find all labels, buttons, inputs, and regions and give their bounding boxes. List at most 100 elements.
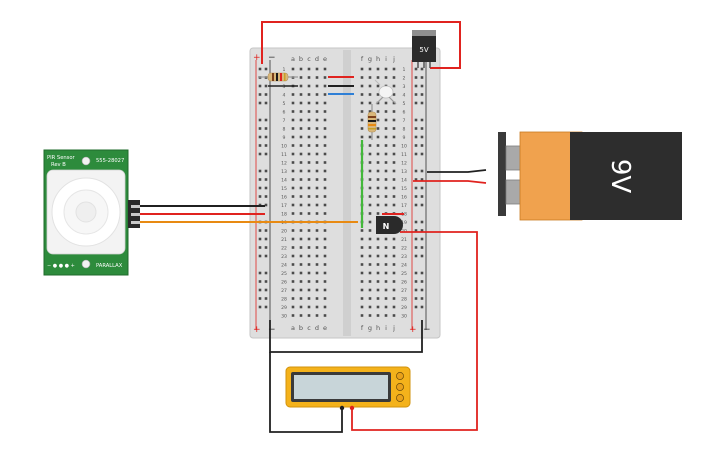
bb-rail-hole[interactable] [414, 178, 418, 181]
bb-hole[interactable] [315, 169, 319, 173]
bb-rail-hole[interactable] [420, 280, 424, 283]
bb-hole[interactable] [323, 101, 327, 105]
bb-hole[interactable] [291, 263, 295, 266]
bb-hole[interactable] [315, 144, 319, 147]
bb-hole[interactable] [299, 305, 303, 309]
bb-hole[interactable] [384, 76, 388, 79]
bb-hole[interactable] [323, 263, 327, 266]
bb-hole[interactable] [392, 246, 396, 249]
bb-hole[interactable] [323, 237, 327, 241]
bb-hole[interactable] [307, 280, 311, 283]
bb-hole[interactable] [376, 305, 380, 309]
bb-hole[interactable] [315, 237, 319, 241]
bb-rail-hole[interactable] [414, 101, 418, 105]
bb-rail-hole[interactable] [264, 93, 268, 96]
bb-hole[interactable] [291, 297, 295, 300]
bb-hole[interactable] [368, 84, 372, 88]
bb-hole[interactable] [368, 186, 372, 190]
bb-hole[interactable] [307, 314, 311, 317]
bb-rail-hole[interactable] [414, 288, 418, 292]
bb-rail-hole[interactable] [420, 118, 424, 122]
bb-hole[interactable] [368, 110, 372, 113]
bb-rail-hole[interactable] [414, 67, 418, 71]
bb-hole[interactable] [315, 118, 319, 122]
bb-hole[interactable] [307, 246, 311, 249]
bb-rail-hole[interactable] [264, 305, 268, 309]
bb-rail-hole[interactable] [264, 169, 268, 173]
bb-rail-hole[interactable] [414, 254, 418, 258]
bb-hole[interactable] [323, 271, 327, 275]
bb-hole[interactable] [360, 314, 364, 317]
bb-hole[interactable] [376, 118, 380, 122]
bb-hole[interactable] [376, 178, 380, 181]
bb-hole[interactable] [291, 195, 295, 198]
bb-hole[interactable] [323, 161, 327, 164]
bb-rail-hole[interactable] [264, 254, 268, 258]
bb-rail-hole[interactable] [414, 186, 418, 190]
bb-hole[interactable] [291, 135, 295, 139]
bb-hole[interactable] [307, 212, 311, 215]
bb-hole[interactable] [291, 237, 295, 241]
bb-rail-hole[interactable] [264, 280, 268, 283]
bb-rail-hole[interactable] [414, 297, 418, 300]
bb-hole[interactable] [323, 254, 327, 258]
bb-rail-hole[interactable] [264, 297, 268, 300]
bb-hole[interactable] [392, 135, 396, 139]
bb-hole[interactable] [376, 195, 380, 198]
bb-hole[interactable] [315, 203, 319, 207]
bb-hole[interactable] [307, 288, 311, 292]
bb-rail-hole[interactable] [264, 229, 268, 232]
bb-hole[interactable] [392, 305, 396, 309]
bb-hole[interactable] [392, 263, 396, 266]
bb-hole[interactable] [315, 297, 319, 300]
bb-hole[interactable] [299, 118, 303, 122]
bb-rail-hole[interactable] [420, 297, 424, 300]
bb-hole[interactable] [392, 254, 396, 258]
bb-rail-hole[interactable] [414, 246, 418, 249]
bb-hole[interactable] [299, 297, 303, 300]
bb-hole[interactable] [384, 186, 388, 190]
bb-rail-hole[interactable] [420, 127, 424, 130]
bb-hole[interactable] [376, 152, 380, 156]
bb-hole[interactable] [384, 152, 388, 156]
bb-rail-hole[interactable] [264, 186, 268, 190]
bb-hole[interactable] [376, 246, 380, 249]
bb-hole[interactable] [291, 178, 295, 181]
bb-hole[interactable] [307, 169, 311, 173]
bb-hole[interactable] [392, 297, 396, 300]
bb-hole[interactable] [291, 101, 295, 105]
wire-multimeter-red[interactable] [351, 231, 478, 431]
bb-hole[interactable] [384, 297, 388, 300]
bb-rail-hole[interactable] [264, 118, 268, 122]
bb-hole[interactable] [368, 254, 372, 258]
bb-hole[interactable] [299, 288, 303, 292]
bb-hole[interactable] [384, 305, 388, 309]
bb-hole[interactable] [323, 203, 327, 207]
bb-hole[interactable] [360, 288, 364, 292]
bb-hole[interactable] [368, 76, 372, 79]
bb-hole[interactable] [315, 280, 319, 283]
bb-hole[interactable] [291, 203, 295, 207]
bb-hole[interactable] [307, 297, 311, 300]
bb-rail-hole[interactable] [264, 135, 268, 139]
bb-hole[interactable] [360, 271, 364, 275]
bb-rail-hole[interactable] [414, 220, 418, 224]
bb-hole[interactable] [315, 178, 319, 181]
breadboard[interactable]: + − + − + − 1122334455667788991010111112… [249, 47, 441, 339]
bb-hole[interactable] [376, 271, 380, 275]
bb-hole[interactable] [392, 76, 396, 79]
transistor[interactable]: N [376, 213, 404, 234]
bb-hole[interactable] [376, 254, 380, 258]
bb-hole[interactable] [360, 305, 364, 309]
bb-hole[interactable] [360, 254, 364, 258]
bb-hole[interactable] [376, 84, 380, 88]
bb-hole[interactable] [291, 118, 295, 122]
bb-hole[interactable] [299, 76, 303, 79]
bb-hole[interactable] [376, 288, 380, 292]
bb-hole[interactable] [315, 271, 319, 275]
bb-rail-hole[interactable] [420, 169, 424, 173]
bb-hole[interactable] [384, 203, 388, 207]
bb-hole[interactable] [299, 246, 303, 249]
bb-rail-hole[interactable] [414, 76, 418, 79]
bb-hole[interactable] [307, 84, 311, 88]
